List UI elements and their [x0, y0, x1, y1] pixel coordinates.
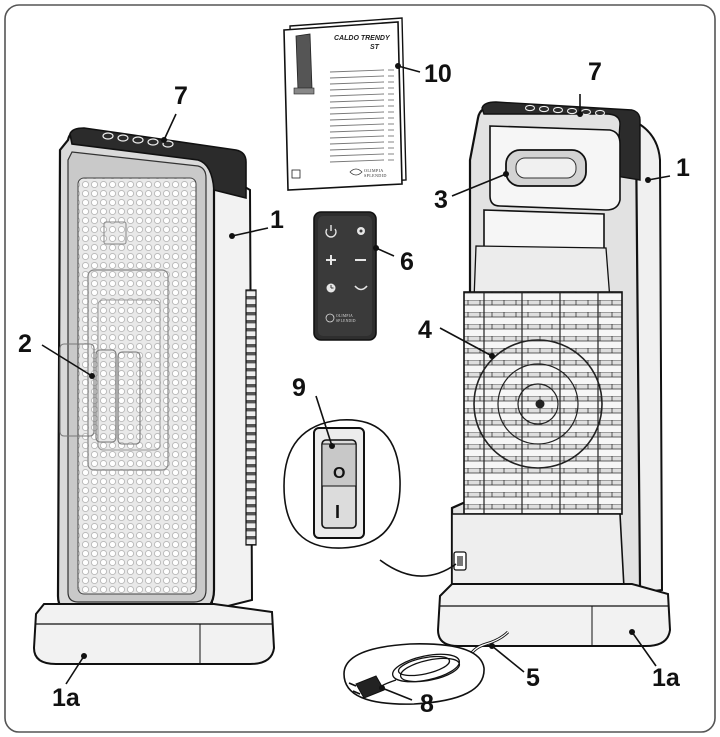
svg-text:OLIMPIA: OLIMPIA [336, 314, 353, 318]
switch-on-mark: I [335, 502, 340, 522]
left-control-buttons [102, 132, 174, 148]
right-heater [436, 101, 672, 647]
manual-title-line2: ST [370, 44, 380, 51]
left-heater-base [32, 603, 276, 665]
right-fan [473, 339, 603, 469]
left-grille-window-inner [97, 299, 161, 451]
callout-instruction-manual: 10 [424, 60, 452, 88]
callout-plug: 8 [420, 690, 434, 718]
left-grille-top-rect [103, 221, 127, 245]
remote-control: OLIMPIA SPLENDID [313, 211, 377, 341]
left-heater-side-vents [245, 289, 257, 546]
plug-detail [343, 643, 485, 705]
left-heating-elements [59, 343, 141, 445]
manual-heater-pictogram [295, 33, 313, 91]
callout-power-cord: 5 [526, 664, 540, 692]
svg-text:SPLENDID: SPLENDID [336, 319, 356, 323]
plug-icon [348, 675, 385, 699]
callout-main-body-left: 1 [270, 206, 284, 234]
plug-coiled-cord [377, 653, 461, 689]
remote-logo: OLIMPIA SPLENDID [325, 313, 356, 323]
remote-timer-icon [326, 283, 336, 293]
callout-power-switch: 9 [292, 374, 306, 402]
manual-logo: OLIMPIA SPLENDID [349, 168, 387, 178]
callout-main-body-right: 1 [676, 154, 690, 182]
callout-base-right: 1a [652, 664, 681, 692]
manual-text-lines [329, 69, 394, 163]
manual-small-icon [291, 169, 301, 179]
callout-front-grille: 2 [18, 330, 32, 358]
callout-control-panel-right: 7 [588, 58, 602, 86]
remote-face [318, 216, 372, 336]
right-switch-socket-inner [457, 556, 463, 566]
right-lower-panel [451, 513, 625, 591]
leader-lines [41, 63, 671, 701]
callout-labels: 7 1 2 1a 10 6 7 1 3 4 9 5 1a 8 [18, 58, 690, 718]
switch-rocker-top [321, 443, 357, 487]
switch-off-mark: O [333, 465, 345, 482]
manual-heater-pictogram-base [293, 87, 315, 95]
remote-plus-icon [326, 255, 336, 265]
manual-title-line1: CALDO TRENDY [334, 35, 391, 42]
left-front-grille [77, 177, 197, 595]
left-control-panel [69, 127, 247, 200]
svg-text:OLIMPIA: OLIMPIA [364, 168, 384, 173]
remote-power-icon [325, 225, 337, 238]
right-grille-verticals [483, 292, 599, 514]
svg-text:SPLENDID: SPLENDID [364, 173, 387, 178]
power-cord-upper [379, 559, 457, 577]
right-control-panel [481, 101, 641, 181]
power-switch-detail: O I [283, 419, 401, 549]
remote-gear-icon [357, 227, 365, 235]
right-handle-slot-inner [515, 157, 577, 179]
callout-base-left: 1a [52, 684, 81, 712]
instruction-manual: CALDO TRENDY ST OLIMPIA SPLENDID [283, 17, 407, 191]
left-heater [32, 127, 276, 665]
callout-control-panel-left: 7 [174, 82, 188, 110]
callout-remote-control: 6 [400, 248, 414, 276]
right-heater-base [436, 583, 672, 647]
callout-handle: 3 [434, 186, 448, 214]
remote-oscillation-icon [354, 285, 368, 291]
right-control-buttons [524, 104, 606, 117]
left-grille-window-outer [87, 269, 169, 471]
callout-rear-grille: 4 [418, 316, 432, 344]
